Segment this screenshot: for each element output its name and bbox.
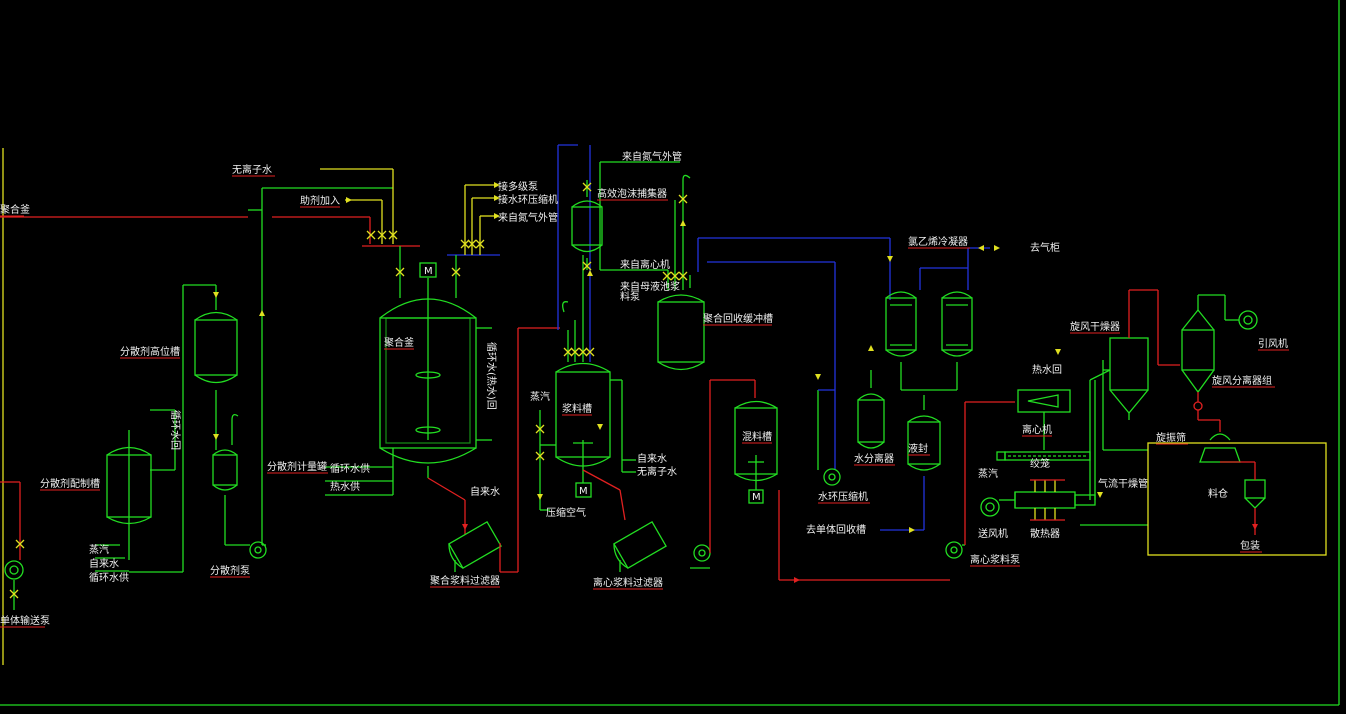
label-cyclone-separators: 旋风分离器组 — [1212, 374, 1272, 387]
water-ring-compressor — [823, 468, 841, 486]
label-from-centrifuge: 来自离心机 — [620, 258, 670, 271]
label-tap-water-3: 自来水 — [637, 452, 667, 465]
induced-draft-fan — [1225, 310, 1258, 330]
reactor-outlet-pipe — [427, 477, 466, 535]
centrifuge — [1017, 389, 1071, 450]
pneumatic-dryer-pipe — [1080, 369, 1148, 526]
label-water-ring-compressor-conn: 接水环压缩机 — [498, 193, 558, 206]
centrifuge-slurry-pump — [945, 401, 1015, 559]
label-cooling-supply-2: 循环水供 — [330, 462, 370, 475]
label-additive-feed: 助剂加入 — [300, 194, 340, 207]
label-from-mother-liquor: 来自母液池浆 — [620, 280, 680, 293]
label-induced-fan: 引风机 — [1258, 337, 1288, 350]
label-tap-water-1: 自来水 — [89, 557, 119, 570]
label-water-separator: 水分离器 — [854, 452, 894, 465]
label-nitrogen-2: 来自氮气外管 — [622, 150, 682, 163]
label-slurry-pump: 料泵 — [620, 290, 640, 303]
reactor-feed-lines — [320, 168, 500, 298]
polymerization-reactor — [325, 262, 492, 496]
recovery-buffer-tank — [657, 174, 891, 470]
label-radiator: 散热器 — [1030, 527, 1060, 540]
label-screw-conveyor: 绞笼 — [1030, 457, 1050, 470]
label-slurry-tank: 浆料槽 — [562, 402, 592, 415]
label-to-gasholder: 去气柜 — [1030, 241, 1060, 254]
label-tap-water-2: 自来水 — [470, 485, 500, 498]
mixing-tank — [734, 400, 950, 581]
label-cooling-supply-1: 循环水供 — [89, 571, 129, 584]
motor-label-reactor: M — [424, 266, 433, 277]
label-dispersant-meter: 分散剂计量罐 — [267, 460, 327, 473]
label-multistage-pump: 接多级泵 — [498, 180, 538, 193]
foam-catcher — [557, 144, 680, 330]
motor-label-mixing: M — [752, 492, 761, 503]
label-steam-3: 蒸汽 — [978, 467, 998, 480]
dispersant-prep-tank — [95, 284, 217, 573]
polymer-slurry-filter — [448, 327, 560, 573]
label-monomer-pump: 单体输送泵 — [0, 614, 50, 627]
label-dispersant-head-tank: 分散剂高位槽 — [120, 345, 180, 358]
vcm-condenser-2 — [901, 291, 973, 391]
centrifuge-slurry-filter — [613, 520, 667, 572]
cyclone-dryer — [1102, 289, 1180, 451]
label-packaging: 包装 — [1240, 539, 1260, 552]
label-reactor: 聚合釜 — [384, 336, 414, 349]
liquid-seal — [880, 395, 941, 531]
blower — [980, 492, 1016, 517]
transfer-pump — [690, 379, 756, 569]
flow-arrows — [213, 182, 1258, 583]
diagram-labels: 聚合釜 无离子水 助剂加入 接多级泵 接水环压缩机 来自氮气外管 来自氮气外管 … — [0, 150, 1288, 627]
label-cyclone-dryer: 旋风干燥器 — [1070, 320, 1120, 333]
label-centrifuge: 离心机 — [1022, 423, 1052, 436]
label-liquid-seal: 液封 — [908, 442, 928, 455]
label-dispersant-pump: 分散剂泵 — [210, 564, 250, 577]
label-pneumatic-dryer: 气流干燥管 — [1098, 477, 1148, 490]
label-vcm-condenser: 氯乙烯冷凝器 — [908, 235, 968, 248]
packaging-area — [1147, 433, 1327, 556]
label-centrifuge-filter: 离心浆料过滤器 — [593, 576, 663, 589]
label-vibrating-screen: 旋振筛 — [1156, 431, 1186, 444]
label-reactor-left: 聚合釜 — [0, 203, 30, 216]
label-mixing-tank: 混料槽 — [742, 430, 772, 443]
label-compressed-air: 压缩空气 — [546, 506, 586, 519]
radiator — [1014, 479, 1096, 521]
motor-label-slurry: M — [579, 486, 588, 497]
label-hot-water-supply: 热水供 — [330, 480, 360, 493]
label-polymer-filter: 聚合浆料过滤器 — [430, 574, 500, 587]
label-cooling-hot-return: 循环水(热水)回 — [485, 342, 498, 410]
label-centrifuge-slurry-pump: 离心浆料泵 — [970, 553, 1020, 566]
label-blower: 送风机 — [978, 527, 1008, 540]
label-dispersant-prep: 分散剂配制槽 — [40, 477, 100, 490]
dispersant-head-tank — [194, 311, 238, 450]
label-silo: 料仓 — [1208, 487, 1228, 500]
vcm-condenser-1 — [885, 291, 917, 390]
label-deionized-water: 无离子水 — [232, 163, 272, 176]
dispersant-pump — [248, 187, 393, 559]
monomer-pump — [0, 481, 25, 610]
label-nitrogen-1: 来自氮气外管 — [498, 211, 558, 224]
condenser-gas-lines — [919, 247, 990, 290]
dispersant-meter-tank — [212, 414, 250, 546]
label-water-ring-compressor: 水环压缩机 — [818, 490, 868, 503]
label-foam-catcher: 高效泡沫捕集器 — [597, 187, 667, 200]
label-steam-2: 蒸汽 — [530, 390, 550, 403]
slurry-tank — [535, 145, 636, 521]
water-separator — [817, 370, 885, 470]
label-hot-water-return: 热水回 — [1032, 363, 1062, 376]
label-to-monomer-recovery: 去单体回收槽 — [806, 523, 866, 536]
cyclone-separator-group — [1181, 294, 1226, 432]
label-steam-1: 蒸汽 — [89, 543, 109, 556]
label-underlines — [0, 175, 1289, 628]
label-recovery-buffer: 聚合回收缓冲槽 — [703, 312, 773, 325]
label-cooling-water-return: 循环水回 — [169, 410, 182, 450]
label-deionized-water-2: 无离子水 — [637, 465, 677, 478]
